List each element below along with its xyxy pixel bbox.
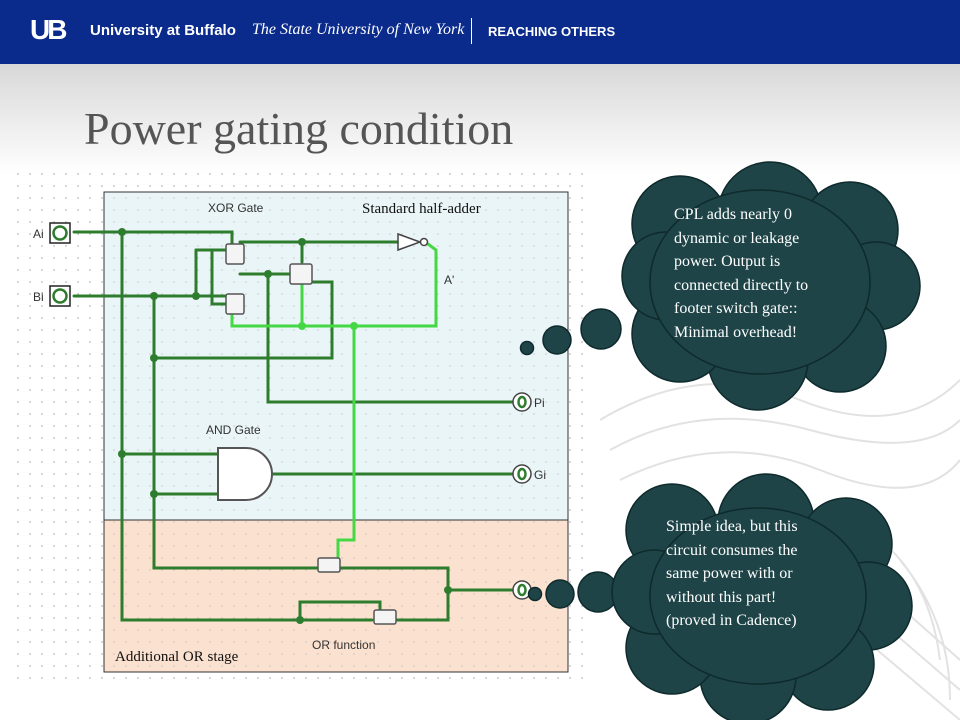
callout-top-text: CPL adds nearly 0 dynamic or leakage pow… xyxy=(674,206,809,341)
or-transistors xyxy=(317,557,397,625)
thought-bubble-bottom xyxy=(527,473,913,720)
output-p-label: Pi xyxy=(534,396,545,410)
title-gradient xyxy=(0,64,960,174)
and-gate-label: AND Gate xyxy=(206,423,261,437)
tagline: REACHING OTHERS xyxy=(488,24,616,39)
header-bar: UB University at Buffalo The State Unive… xyxy=(0,0,960,64)
wires-light xyxy=(230,242,438,560)
output-g-label: Gi xyxy=(534,468,546,482)
callout-bottom-text: Simple idea, but this circuit consumes t… xyxy=(666,518,798,629)
input-a-label: Ai xyxy=(33,227,44,241)
header-divider xyxy=(471,18,472,44)
inverter-output-label: A' xyxy=(444,273,454,287)
thought-bubble-top xyxy=(519,161,921,411)
wires-dark xyxy=(72,230,514,622)
inverter-gate xyxy=(397,232,429,252)
slide-title: Power gating condition xyxy=(84,103,514,154)
xor-gate-label: XOR Gate xyxy=(208,201,264,215)
suny-name: The State University of New York xyxy=(252,21,465,38)
input-b-label: Bi xyxy=(33,290,44,304)
input-pin-a xyxy=(49,222,71,244)
input-pin-b xyxy=(49,285,71,307)
ub-logo: UB xyxy=(30,14,67,45)
region-half-adder-label: Standard half-adder xyxy=(362,201,481,217)
and-gate xyxy=(217,447,273,501)
university-name: University at Buffalo xyxy=(90,22,236,39)
output-pins xyxy=(512,392,532,600)
xor-transistors xyxy=(225,243,313,315)
region-or-stage-label: Additional OR stage xyxy=(115,649,239,665)
junctions xyxy=(118,228,452,624)
or-function-label: OR function xyxy=(312,638,375,652)
